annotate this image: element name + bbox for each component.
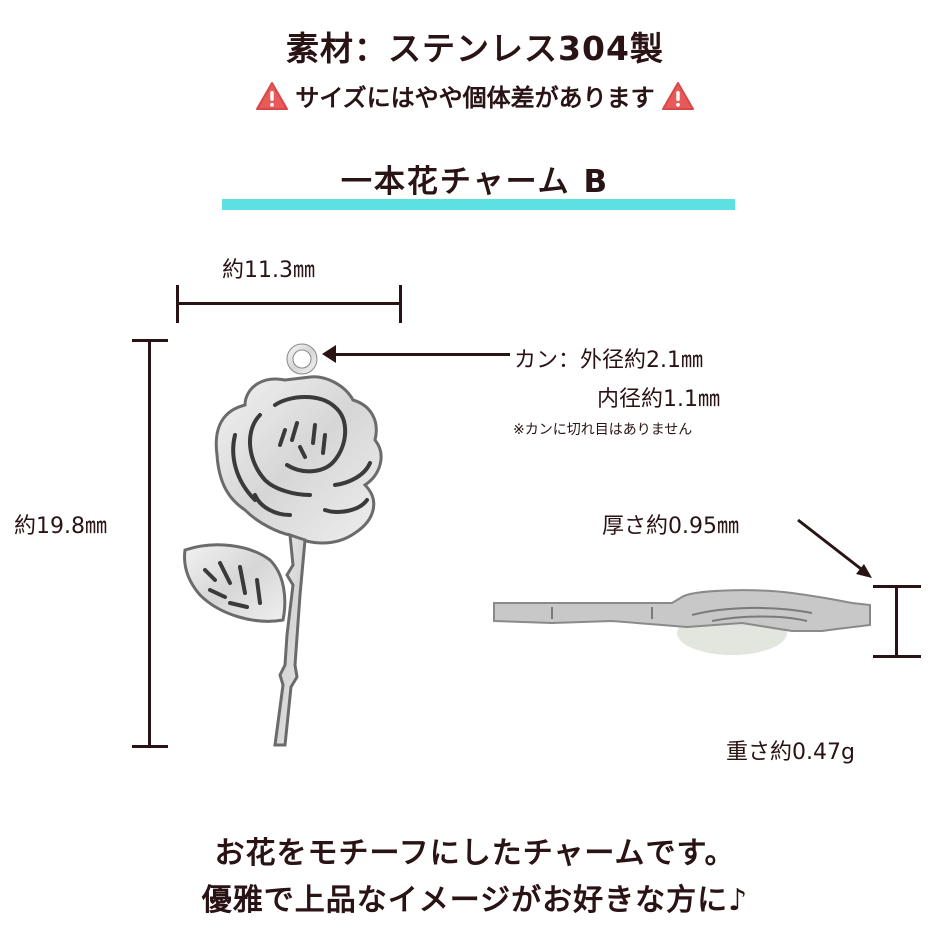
ring-no-gap-note: ※カンに切れ目はありません (513, 422, 693, 438)
height-dimension-line (148, 339, 151, 747)
width-dimension-tick-right (399, 285, 402, 323)
description-line-1: お花をモチーフにしたチャームです。 (214, 836, 736, 871)
rose-charm-side-image (492, 585, 872, 665)
height-label: 約19.8㎜ (14, 514, 107, 539)
width-dimension-line (176, 302, 401, 305)
ring-pointer-arrow-line (330, 353, 510, 356)
thickness-dimension-line (895, 585, 898, 657)
material-heading: 素材：ステンレス304製 (286, 29, 664, 68)
width-label: 約11.3㎜ (222, 258, 315, 283)
warning-triangle-icon (661, 81, 695, 111)
product-name: 一本花チャーム B (340, 164, 610, 200)
thickness-pointer-arrow-icon (790, 500, 890, 590)
title-underline-divider (222, 199, 735, 210)
description-line-2: 優雅で上品なイメージがお好きな方に♪ (201, 883, 749, 918)
thickness-label: 厚さ約0.95㎜ (602, 514, 739, 539)
thickness-tick-bottom (873, 655, 921, 658)
ring-inner-diameter-label: 内径約1.1㎜ (597, 387, 720, 412)
ring-pointer-arrowhead-icon (322, 345, 336, 363)
height-dimension-tick-bottom (132, 745, 168, 748)
ring-outer-diameter-label: カン：外径約2.1㎜ (514, 348, 703, 373)
rose-charm-front-image (175, 335, 415, 755)
warning-triangle-icon (255, 81, 289, 111)
weight-label: 重さ約0.47g (726, 740, 855, 765)
warning-text: サイズにはやや個体差があります (295, 84, 655, 112)
size-variance-warning: サイズにはやや個体差があります (0, 78, 950, 113)
